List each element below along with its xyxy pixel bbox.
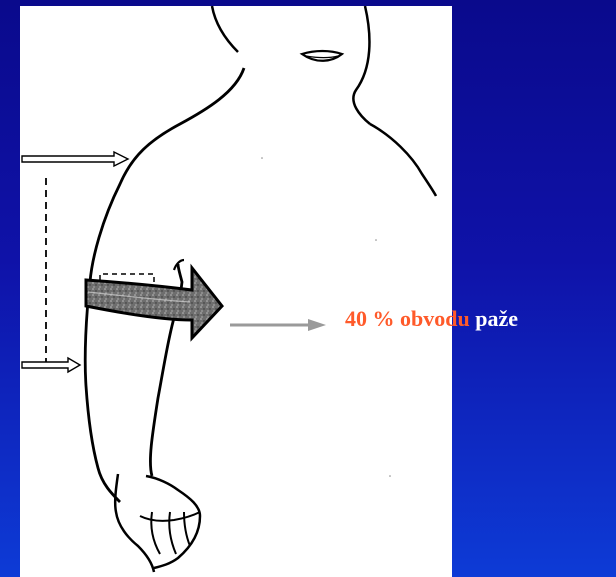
caption-normal: paže <box>475 306 518 331</box>
shoulder-outline-right <box>370 124 436 196</box>
neck-outline-left <box>212 6 238 52</box>
fist-outline <box>115 474 154 572</box>
bottom-measure-arrow-icon <box>22 358 80 372</box>
top-measure-arrow-icon <box>22 152 128 166</box>
arm-cuff-illustration <box>20 6 452 577</box>
cuff-caption: 40 % obvodu paže <box>345 306 518 332</box>
neck-outline-right <box>353 6 370 124</box>
pointer-arrow-icon <box>230 317 330 333</box>
caption-highlight: 40 % obvodu <box>345 306 470 331</box>
